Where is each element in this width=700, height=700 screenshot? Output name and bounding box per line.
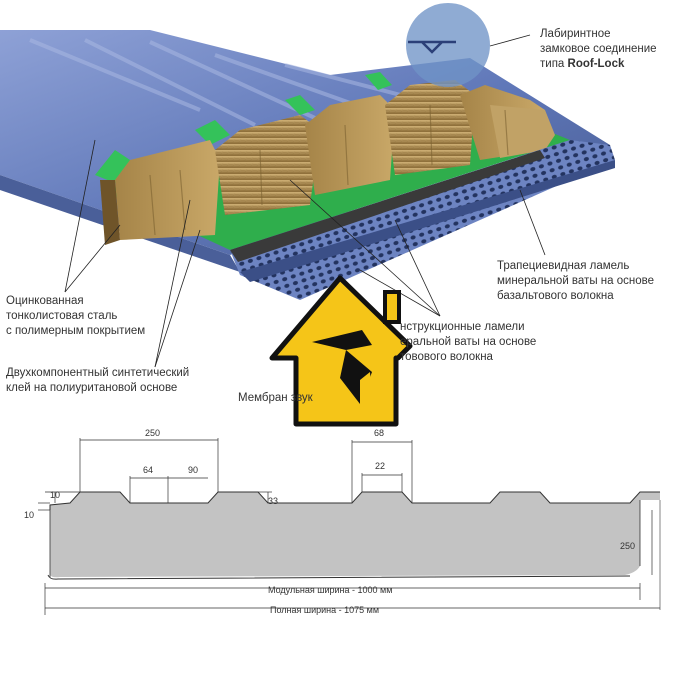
dim-22: 22: [375, 461, 385, 471]
profile-cross-section: [47, 491, 661, 610]
trapezoid-lamella-label: Трапециевидная ламель минеральной ваты н…: [497, 260, 654, 302]
dim-64: 64: [143, 465, 153, 475]
roof-lock-label: Лабиринтное замковое соединение типа Roo…: [540, 28, 657, 70]
dimension-labels: 250 68 64 90 22 10 10 33 250 Модульная ш…: [24, 428, 635, 615]
construction-lamellas-label: нструкционные ламели еральной ваты на ос…: [400, 321, 537, 363]
dim-10-top: 10: [50, 490, 60, 500]
steel-label: Оцинкованная тонколистовая сталь с полим…: [6, 295, 146, 337]
mineral-wool-core: [100, 80, 555, 245]
house-hammer-icon: [269, 275, 413, 427]
dim-250-top: 250: [145, 428, 160, 438]
leader-lines: [64, 34, 546, 368]
modular-width-label: Модульная ширина - 1000 мм: [268, 585, 392, 595]
full-width-label: Полная ширина - 1075 мм: [270, 605, 379, 615]
membrane-label: Мембран звук: [238, 392, 313, 404]
dim-10-left: 10: [24, 510, 34, 520]
magnifier-roof-lock: [406, 3, 490, 87]
glue-label: Двухкомпонентный синтетический клей на п…: [6, 367, 190, 394]
dim-250-right: 250: [620, 541, 635, 551]
bottom-perforated-sheet: [230, 140, 615, 300]
dimension-lines: [38, 438, 660, 615]
dim-90: 90: [188, 465, 198, 475]
dim-68: 68: [374, 428, 384, 438]
dim-33: 33: [268, 496, 278, 506]
